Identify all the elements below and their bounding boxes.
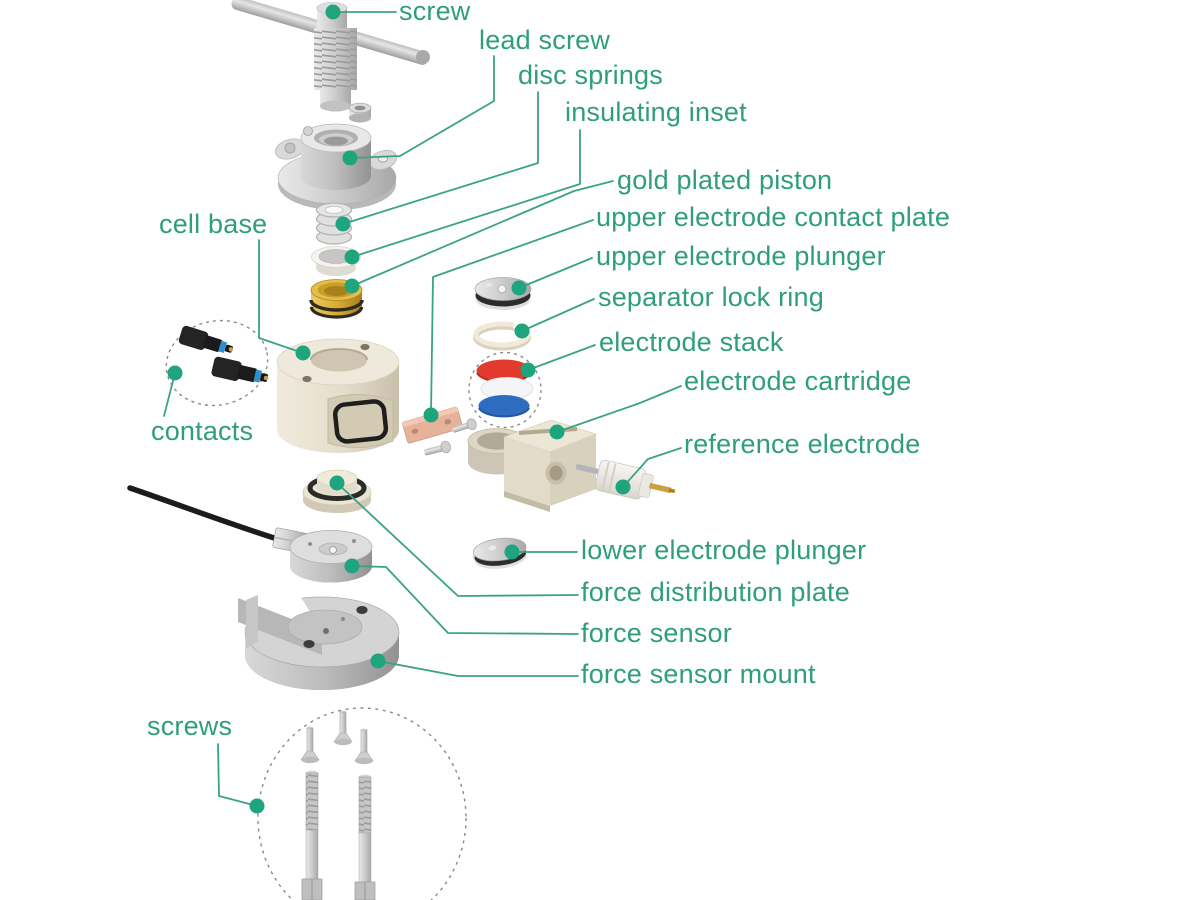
lead-screw-part bbox=[275, 123, 397, 210]
leader-lines bbox=[163, 11, 682, 807]
label-force-sensor: force sensor bbox=[581, 618, 732, 648]
label-disc-springs: disc springs bbox=[518, 60, 663, 90]
label-cell-base: cell base bbox=[159, 209, 268, 239]
label-upper-electrode-contact-plate: upper electrode contact plate bbox=[596, 202, 951, 232]
label-reference-electrode: reference electrode bbox=[684, 429, 921, 459]
label-gold-plated-piston: gold plated piston bbox=[617, 165, 833, 195]
electrode-cartridge-part bbox=[467, 419, 598, 512]
marker-dots bbox=[167, 4, 631, 814]
upper-electrode-contact-plate-part bbox=[402, 406, 477, 456]
label-screw: screw bbox=[399, 0, 471, 26]
force-sensor-part bbox=[127, 485, 373, 583]
label-electrode-stack: electrode stack bbox=[599, 327, 784, 357]
label-electrode-cartridge: electrode cartridge bbox=[684, 366, 912, 396]
label-separator-lock-ring: separator lock ring bbox=[598, 282, 824, 312]
label-force-distribution-plate: force distribution plate bbox=[581, 577, 850, 607]
cell-base-part bbox=[276, 338, 400, 453]
electrode-stack-part bbox=[468, 351, 542, 429]
screws-part bbox=[257, 707, 467, 900]
contacts-part bbox=[165, 319, 269, 407]
label-upper-electrode-plunger: upper electrode plunger bbox=[596, 241, 886, 271]
label-contacts: contacts bbox=[151, 416, 254, 446]
nut-part bbox=[348, 102, 372, 123]
lower-electrode-plunger-part bbox=[472, 537, 527, 569]
label-insulating-inset: insulating inset bbox=[565, 97, 747, 127]
label-screws: screws bbox=[147, 711, 233, 741]
reference-electrode-part bbox=[575, 459, 676, 500]
label-force-sensor-mount: force sensor mount bbox=[581, 659, 816, 689]
label-lower-electrode-plunger: lower electrode plunger bbox=[581, 535, 867, 565]
label-lead-screw: lead screw bbox=[479, 25, 611, 55]
force-sensor-mount-part bbox=[238, 580, 400, 690]
screw-part bbox=[231, 0, 430, 112]
